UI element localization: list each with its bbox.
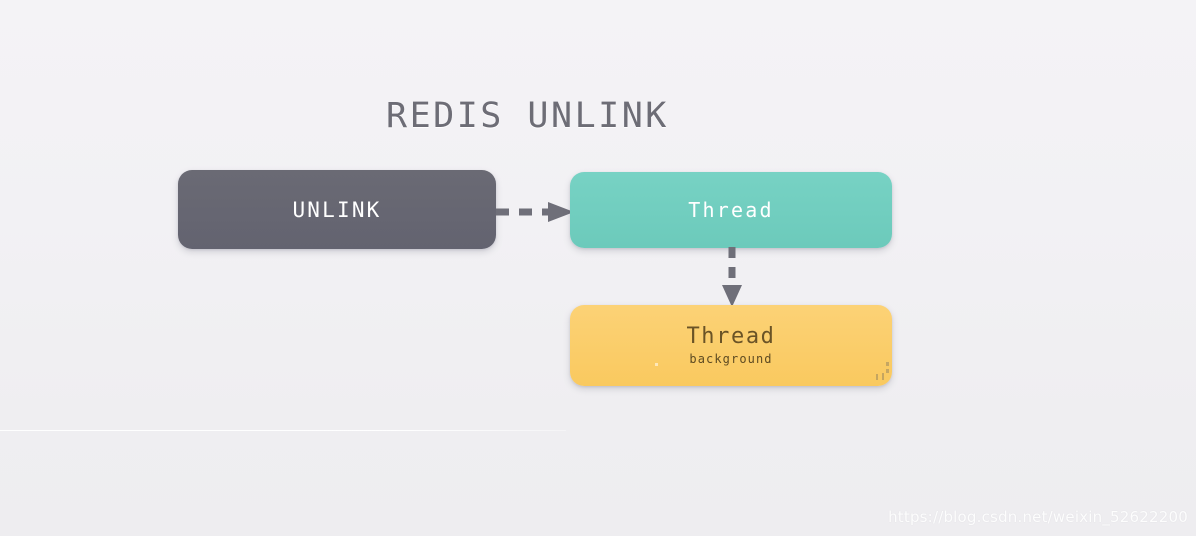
node-thread-main[interactable]: Thread <box>570 172 892 248</box>
artifact-speckle <box>886 369 889 373</box>
node-thread-main-label: Thread <box>688 198 774 222</box>
node-thread-background-label: Thread <box>686 323 776 349</box>
artifact-speckle <box>876 374 878 380</box>
node-unlink-label: UNLINK <box>292 197 382 222</box>
artifact-speckle <box>886 362 889 366</box>
artifact-speckle <box>655 363 658 366</box>
watermark-url: https://blog.csdn.net/weixin_52622200 <box>888 508 1188 526</box>
arrow-unlink-to-thread-icon <box>494 200 576 224</box>
node-thread-background[interactable]: Thread background <box>570 305 892 386</box>
page-title: REDIS UNLINK <box>386 96 669 136</box>
horizontal-divider <box>0 430 566 431</box>
artifact-speckle <box>882 373 884 380</box>
node-unlink[interactable]: UNLINK <box>178 170 496 249</box>
arrow-thread-to-background-icon <box>716 247 748 309</box>
node-thread-background-subtitle: background <box>689 352 773 367</box>
